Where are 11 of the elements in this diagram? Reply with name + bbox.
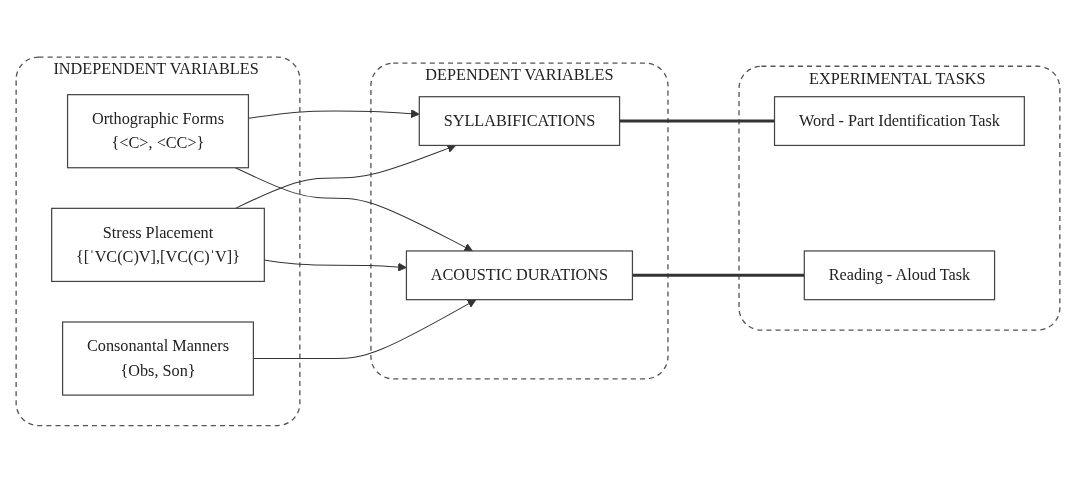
node-box: Stress Placement {[ˈVC(C)V],[VC(C)ˈV]} xyxy=(50,207,265,282)
node-box: Consonantal Manners {Obs, Son} xyxy=(61,321,254,396)
arrow xyxy=(252,298,476,359)
node-box: SYLLABIFICATIONS xyxy=(418,95,620,146)
node-box: Reading - Aloud Task xyxy=(803,250,995,300)
node-box: Orthographic Forms {<C>, <CC>} xyxy=(66,93,249,169)
node-box: Word - Part Identification Task xyxy=(773,95,1025,146)
node-box: ACOUSTIC DURATIONS xyxy=(405,250,633,300)
arrow xyxy=(234,166,473,252)
connector xyxy=(619,119,774,123)
connector xyxy=(631,273,804,277)
